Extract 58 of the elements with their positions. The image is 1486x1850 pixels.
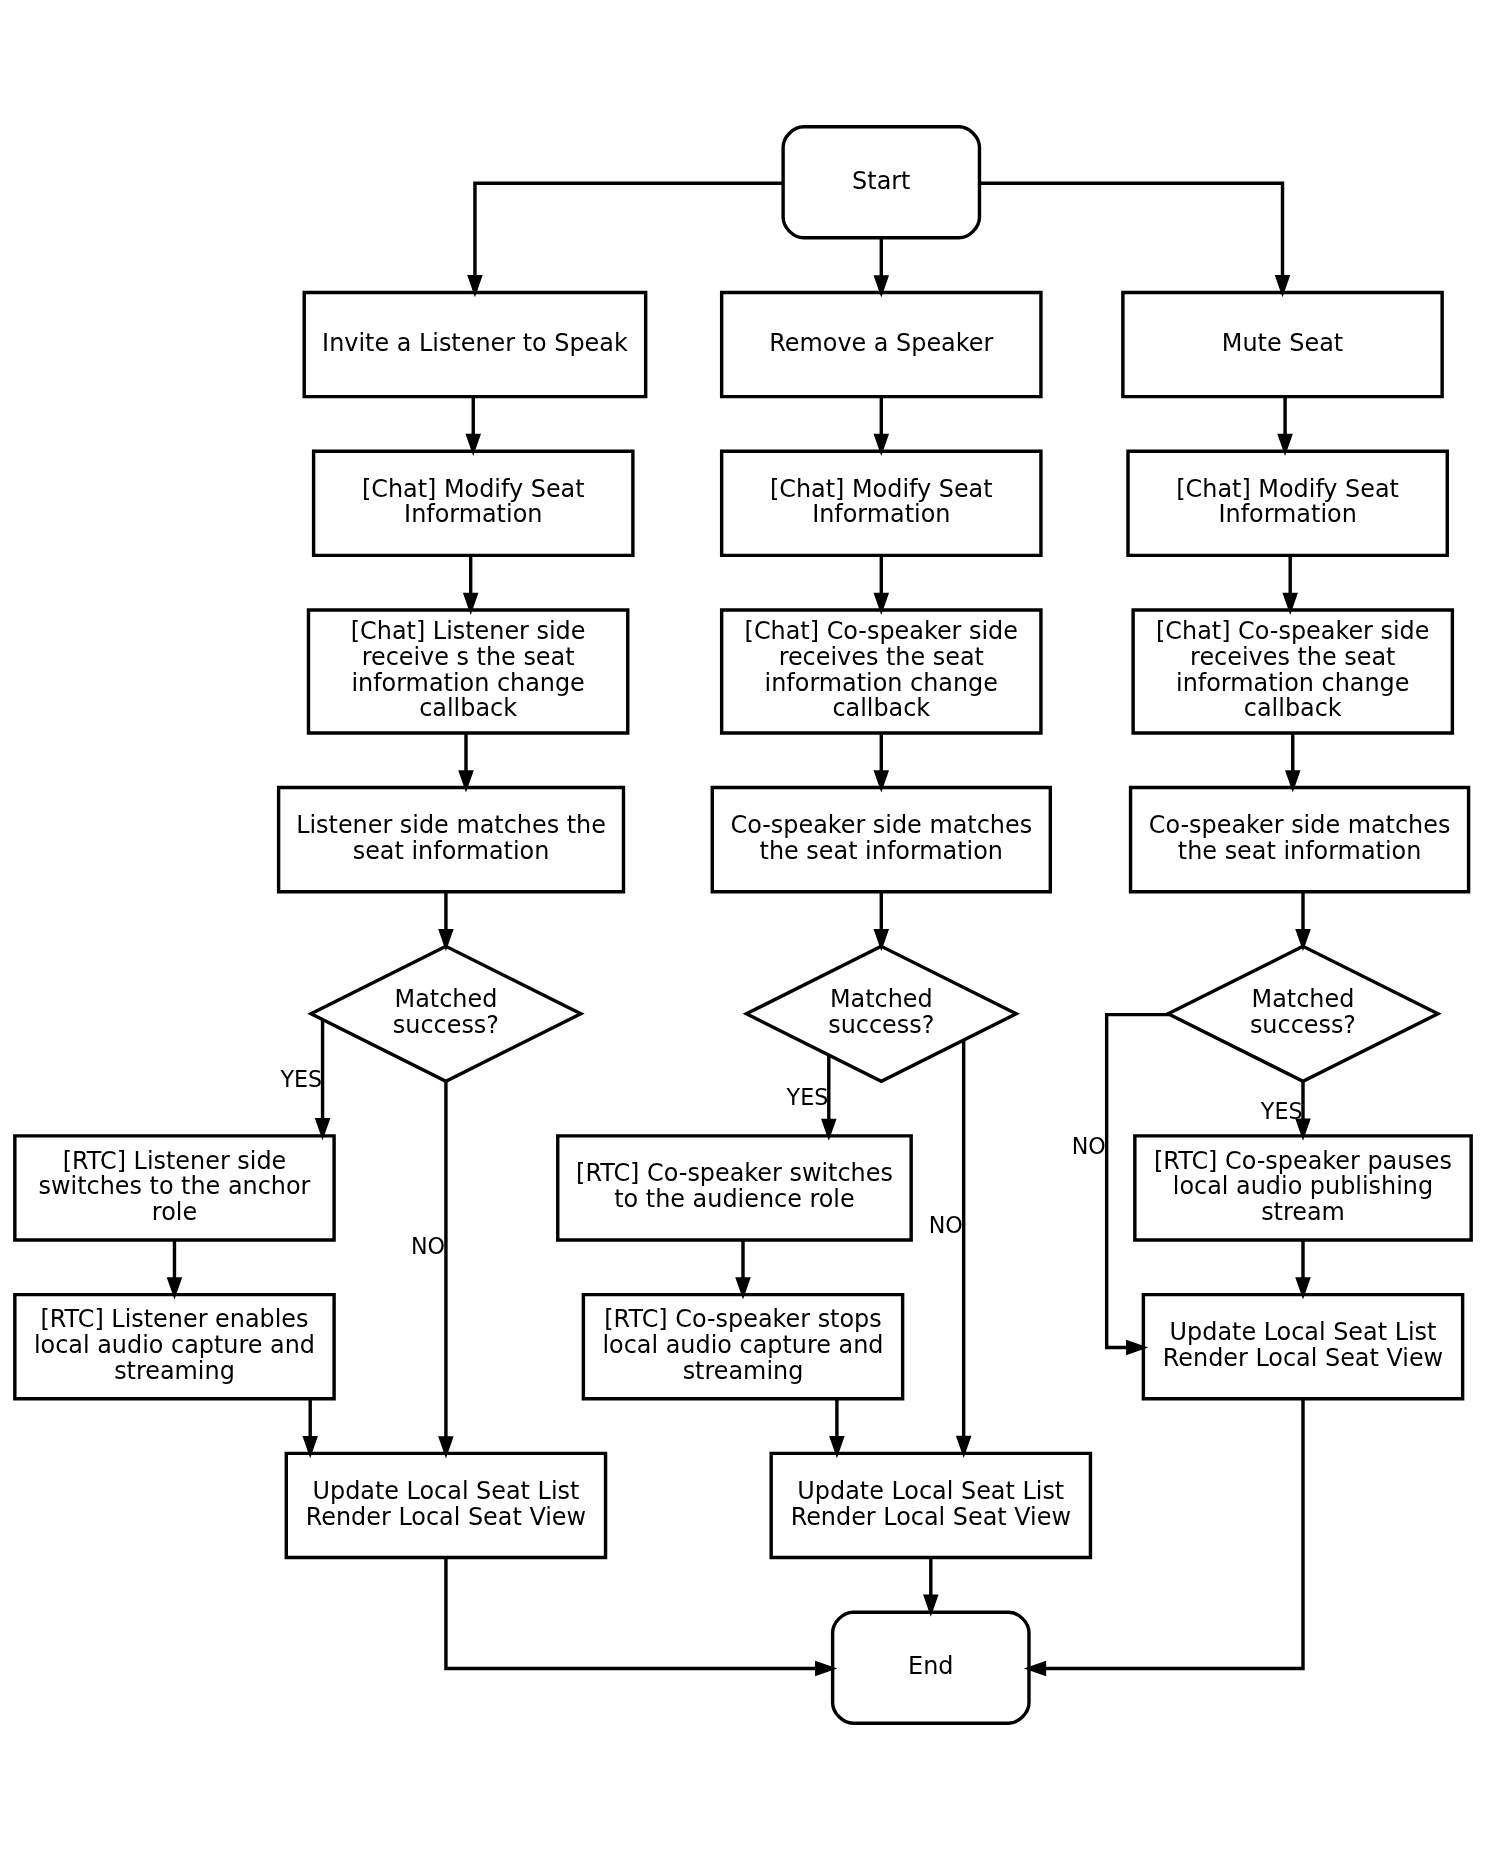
arrow <box>444 1557 838 1677</box>
node-box: Remove a Speaker <box>719 290 1043 399</box>
arrow <box>955 1040 972 1459</box>
node-box: Start <box>781 125 982 240</box>
node-box: [RTC] Listener enables local audio capture and streaming <box>13 1292 336 1401</box>
node-box: Co-speaker side matches the seat information <box>1128 785 1471 894</box>
arrow <box>923 1557 939 1617</box>
edge-label: NO <box>1071 1133 1106 1160</box>
node-box: [RTC] Listener side switches to the anchor role <box>13 1134 336 1242</box>
arrow <box>166 1240 183 1300</box>
node-box: Invite a Listener to Speak <box>302 290 648 399</box>
arrow <box>873 555 890 615</box>
arrow <box>873 891 890 952</box>
arrow <box>438 1081 454 1459</box>
arrow <box>302 1399 318 1459</box>
node-box: Co-speaker side matches the seat information <box>710 785 1053 894</box>
node-box: [Chat] Modify Seat Information <box>311 449 635 558</box>
node-box: Update Local Seat List Render Local Seat View <box>1141 1292 1465 1401</box>
arrow <box>467 181 783 298</box>
edge-label: YES <box>786 1084 829 1111</box>
arrow <box>465 396 482 457</box>
node-box: Listener side matches the seat information <box>276 785 626 894</box>
node-diamond: Matched success? <box>742 944 1020 1084</box>
node-box: [RTC] Co-speaker pauses local audio publishing stream <box>1133 1134 1473 1242</box>
arrow <box>1295 891 1311 952</box>
arrow <box>458 733 474 793</box>
arrow <box>873 396 890 457</box>
edge-label: NO <box>928 1211 963 1238</box>
node-box: Update Local Seat List Render Local Seat View <box>769 1451 1093 1560</box>
arrow <box>1295 1081 1311 1141</box>
node-box: [Chat] Modify Seat Information <box>1126 449 1449 558</box>
node-diamond: Matched success? <box>1164 944 1442 1084</box>
node-box: End <box>830 1610 1031 1725</box>
arrow <box>1295 1240 1311 1300</box>
arrow <box>1284 733 1301 793</box>
arrow <box>979 181 1291 298</box>
node-box: [RTC] Co-speaker switches to the audience role <box>556 1134 913 1242</box>
arrow <box>735 1240 751 1300</box>
arrow <box>462 555 479 615</box>
edge-label: YES <box>280 1066 323 1093</box>
arrow <box>829 1399 845 1459</box>
node-box: [Chat] Co-speaker side receives the seat information change callback <box>1131 608 1455 735</box>
node-box: [Chat] Listener side receive s the seat information change callback <box>306 608 630 735</box>
arrow <box>1277 396 1293 457</box>
arrow <box>1104 1012 1170 1356</box>
node-box: [Chat] Co-speaker side receives the seat information change callback <box>719 608 1043 735</box>
arrow <box>1282 555 1298 615</box>
node-box: Mute Seat <box>1121 290 1444 399</box>
arrow <box>873 733 890 793</box>
node-box: [RTC] Co-speaker stops local audio capture and streaming <box>581 1292 905 1401</box>
node-box: Update Local Seat List Render Local Seat View <box>284 1451 608 1560</box>
arrow <box>821 1055 837 1141</box>
arrow <box>438 891 454 952</box>
arrow <box>873 238 890 298</box>
node-box: [Chat] Modify Seat Information <box>719 449 1043 558</box>
edge-label: NO <box>410 1232 446 1259</box>
arrow <box>314 1019 331 1141</box>
arrow <box>1023 1399 1305 1677</box>
